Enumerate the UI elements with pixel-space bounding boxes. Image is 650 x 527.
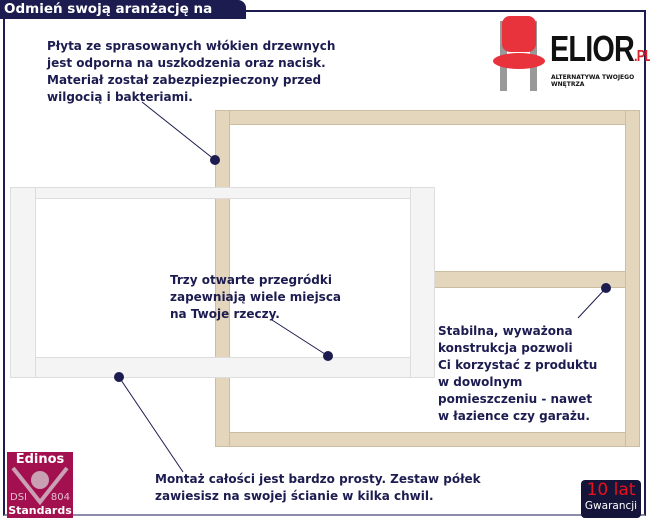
edinos-title: Edinos [15, 452, 65, 467]
callout-dot [210, 155, 220, 165]
logo-suffix: .PL [634, 48, 650, 65]
callout-dot [114, 372, 124, 382]
edinos-right: 804 [50, 492, 70, 503]
chair-icon [493, 16, 545, 91]
logo-name: ELIOR [550, 28, 635, 69]
annotation-assembly: Montaż całości jest bardzo prosty. Zesta… [155, 472, 481, 503]
annotation-material: Płyta ze sprasowanych włókien drzewnych … [47, 39, 336, 104]
edinos-bottom: Standards [8, 504, 72, 517]
warranty-years: 10 lat [586, 480, 636, 500]
frame-border [3, 10, 646, 516]
warranty-label: Gwarancji [584, 500, 638, 512]
callout-dot [323, 351, 333, 361]
warranty-badge: 10 lat Gwarancji [581, 480, 641, 518]
callout-dot [601, 283, 611, 293]
annotation-stability: Stabilna, wyważona konstrukcja pozwoli C… [438, 324, 598, 423]
logo-tagline: ALTERNATYWA TWOJEGO WNĘTRZA [551, 74, 635, 88]
edinos-v-icon [11, 466, 69, 506]
annotation-compartments: Trzy otwarte przegródki zapewniają wiele… [170, 273, 342, 321]
edinos-left: DSI [10, 492, 27, 503]
header-title: Odmień swoją aranżację na lepsze! [0, 0, 246, 36]
edinos-badge: Edinos DSI 804 Standards [7, 452, 73, 518]
elior-logo: ELIOR.PL ALTERNATYWA TWOJEGO WNĘTRZA [490, 16, 650, 96]
